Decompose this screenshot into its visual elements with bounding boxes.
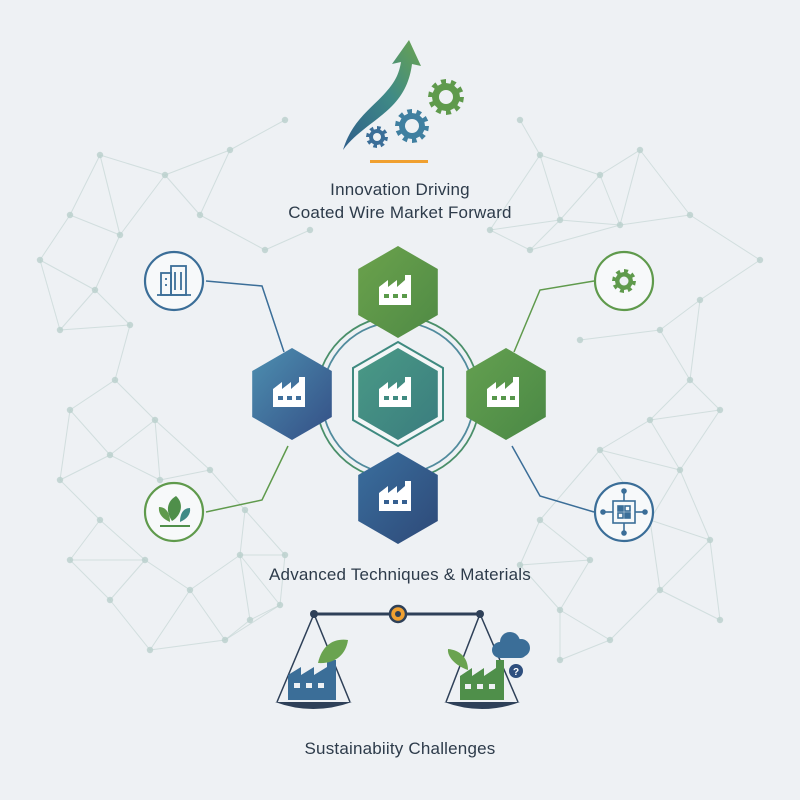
sustainability-label: Sustainabiity Challenges — [304, 739, 496, 758]
leaf-sprout-icon — [158, 496, 191, 527]
svg-text:?: ? — [513, 667, 519, 678]
title-line-2: Coated Wire Market Forward — [288, 203, 512, 222]
satellite-connectors — [205, 280, 595, 513]
hex-node-right — [466, 348, 546, 440]
hex-node-top — [358, 246, 438, 338]
gear-icon — [395, 109, 429, 143]
satellite-gear — [593, 250, 655, 312]
question-mark-icon: ? — [509, 664, 523, 678]
hexagon-cluster — [252, 246, 546, 544]
circuit-chip-icon — [600, 488, 648, 536]
gear-icon — [612, 269, 636, 293]
background-network — [36, 116, 764, 664]
satellite-circuit — [593, 481, 655, 543]
gear-icon — [612, 269, 636, 293]
leaf-icon — [318, 639, 348, 664]
title-line-1: Innovation Driving — [330, 180, 470, 199]
smoke-cloud-icon — [492, 632, 530, 658]
office-building-icon — [157, 265, 191, 296]
balance-scale-icon: ? — [275, 604, 530, 709]
hex-node-bottom — [358, 452, 438, 544]
factory-icon — [460, 660, 504, 700]
gear-icon — [366, 126, 388, 148]
satellite-office-building — [143, 250, 205, 312]
hex-node-left — [252, 348, 332, 440]
leaf-icon — [447, 649, 468, 670]
satellite-leaf — [143, 481, 205, 543]
hex-node-center — [352, 340, 444, 448]
gear-icon — [428, 79, 464, 115]
growth-arrow-gears-icon — [343, 40, 464, 163]
advanced-techniques-label: Advanced Techniques & Materials — [269, 565, 531, 584]
factory-icon — [288, 660, 336, 700]
